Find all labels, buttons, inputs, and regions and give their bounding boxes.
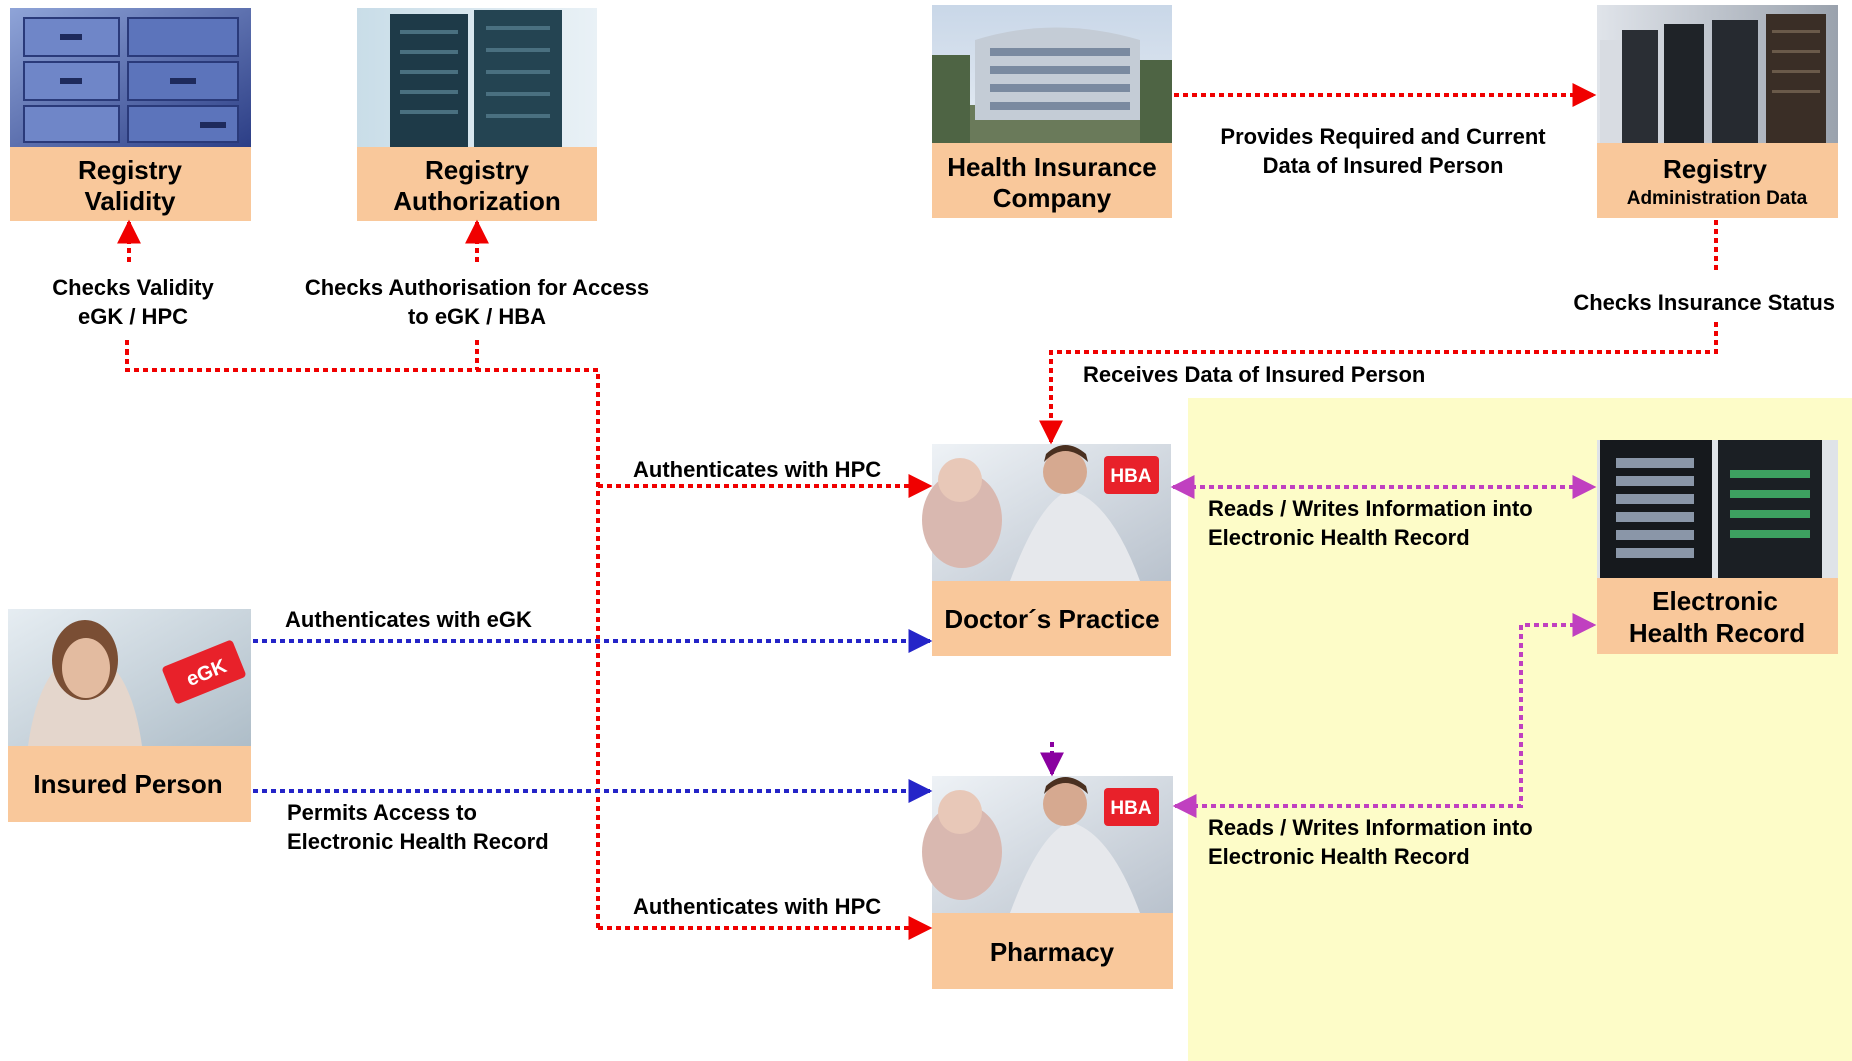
woman-portrait-photo [8, 609, 251, 746]
node-label-background [1597, 143, 1838, 218]
node-label-background [8, 746, 251, 822]
office-building-photo [932, 5, 1172, 143]
registry-authorization-line1: Registry [425, 155, 530, 185]
node-doctors-practice[interactable]: HBA Doctor´s Practice [922, 444, 1171, 656]
node-health-insurance-company[interactable]: Health Insurance Company [932, 5, 1172, 218]
server-cabinet-photo [1597, 440, 1838, 578]
label-receives-data: Receives Data of Insured Person [1083, 362, 1425, 387]
egk-badge: eGK [162, 640, 246, 704]
node-label-background [10, 147, 251, 221]
filing-cabinet-photo [10, 8, 251, 147]
label-checks-insurance: Checks Insurance Status [1573, 290, 1835, 315]
hba-badge: HBA [1104, 456, 1159, 494]
node-registry-authorization[interactable]: Registry Authorization [357, 8, 597, 221]
registry-admin-line2: Administration Data [1627, 188, 1808, 209]
node-label-background [932, 581, 1171, 656]
ehr-line1: Electronic [1652, 586, 1778, 616]
label-auth-egk: Authenticates with eGK [285, 607, 532, 632]
pharmacy-title: Pharmacy [990, 937, 1115, 967]
hba-badge-text: HBA [1110, 798, 1151, 819]
label-checks-authorisation-2: to eGK / HBA [408, 304, 546, 329]
arrow-rw-pharmacy [1172, 613, 1597, 818]
server-rack-photo [357, 8, 597, 147]
insured-person-title: Insured Person [33, 769, 222, 799]
doctors-practice-title: Doctor´s Practice [944, 604, 1159, 634]
label-auth-hpc-pharmacy: Authenticates with HPC [633, 894, 881, 919]
node-registry-administration-data[interactable]: Registry Administration Data [1597, 5, 1838, 218]
arrow-receives-data [1039, 322, 1718, 445]
label-rw-pharmacy-2: Electronic Health Record [1208, 844, 1470, 869]
label-rw-doctor-1: Reads / Writes Information into [1208, 496, 1533, 521]
server-room-photo [1597, 5, 1838, 143]
node-label-background [357, 147, 597, 221]
label-checks-validity-1: Checks Validity [52, 275, 214, 300]
health-insurance-line1: Health Insurance [947, 152, 1157, 182]
hba-badge-text: HBA [1110, 466, 1151, 487]
registry-validity-line2: Validity [84, 186, 176, 216]
node-label-background [1597, 578, 1838, 654]
registry-authorization-line2: Authorization [393, 186, 561, 216]
label-auth-hpc-doctor: Authenticates with HPC [633, 457, 881, 482]
label-rw-pharmacy-1: Reads / Writes Information into [1208, 815, 1533, 840]
label-permits-access-2: Electronic Health Record [287, 829, 549, 854]
node-label-background [932, 143, 1172, 218]
hba-badge: HBA [1104, 788, 1159, 826]
label-checks-validity-2: eGK / HPC [78, 304, 188, 329]
ehr-line2: Health Record [1629, 618, 1805, 648]
node-registry-validity[interactable]: Registry Validity [10, 8, 251, 221]
node-insured-person[interactable]: eGK Insured Person [8, 609, 251, 822]
label-rw-doctor-2: Electronic Health Record [1208, 525, 1470, 550]
registry-validity-line1: Registry [78, 155, 183, 185]
health-insurance-line2: Company [993, 183, 1112, 213]
label-provides-data-1: Provides Required and Current [1220, 124, 1546, 149]
registry-admin-line1: Registry [1663, 154, 1768, 184]
node-pharmacy[interactable]: HBA Pharmacy [922, 776, 1173, 989]
label-permits-access-1: Permits Access to [287, 800, 477, 825]
label-checks-authorisation-1: Checks Authorisation for Access [305, 275, 649, 300]
label-provides-data-2: Data of Insured Person [1263, 153, 1504, 178]
connector-registry-validity [125, 350, 600, 928]
node-label-background [932, 913, 1173, 989]
node-electronic-health-record[interactable]: Electronic Health Record [1597, 440, 1838, 654]
